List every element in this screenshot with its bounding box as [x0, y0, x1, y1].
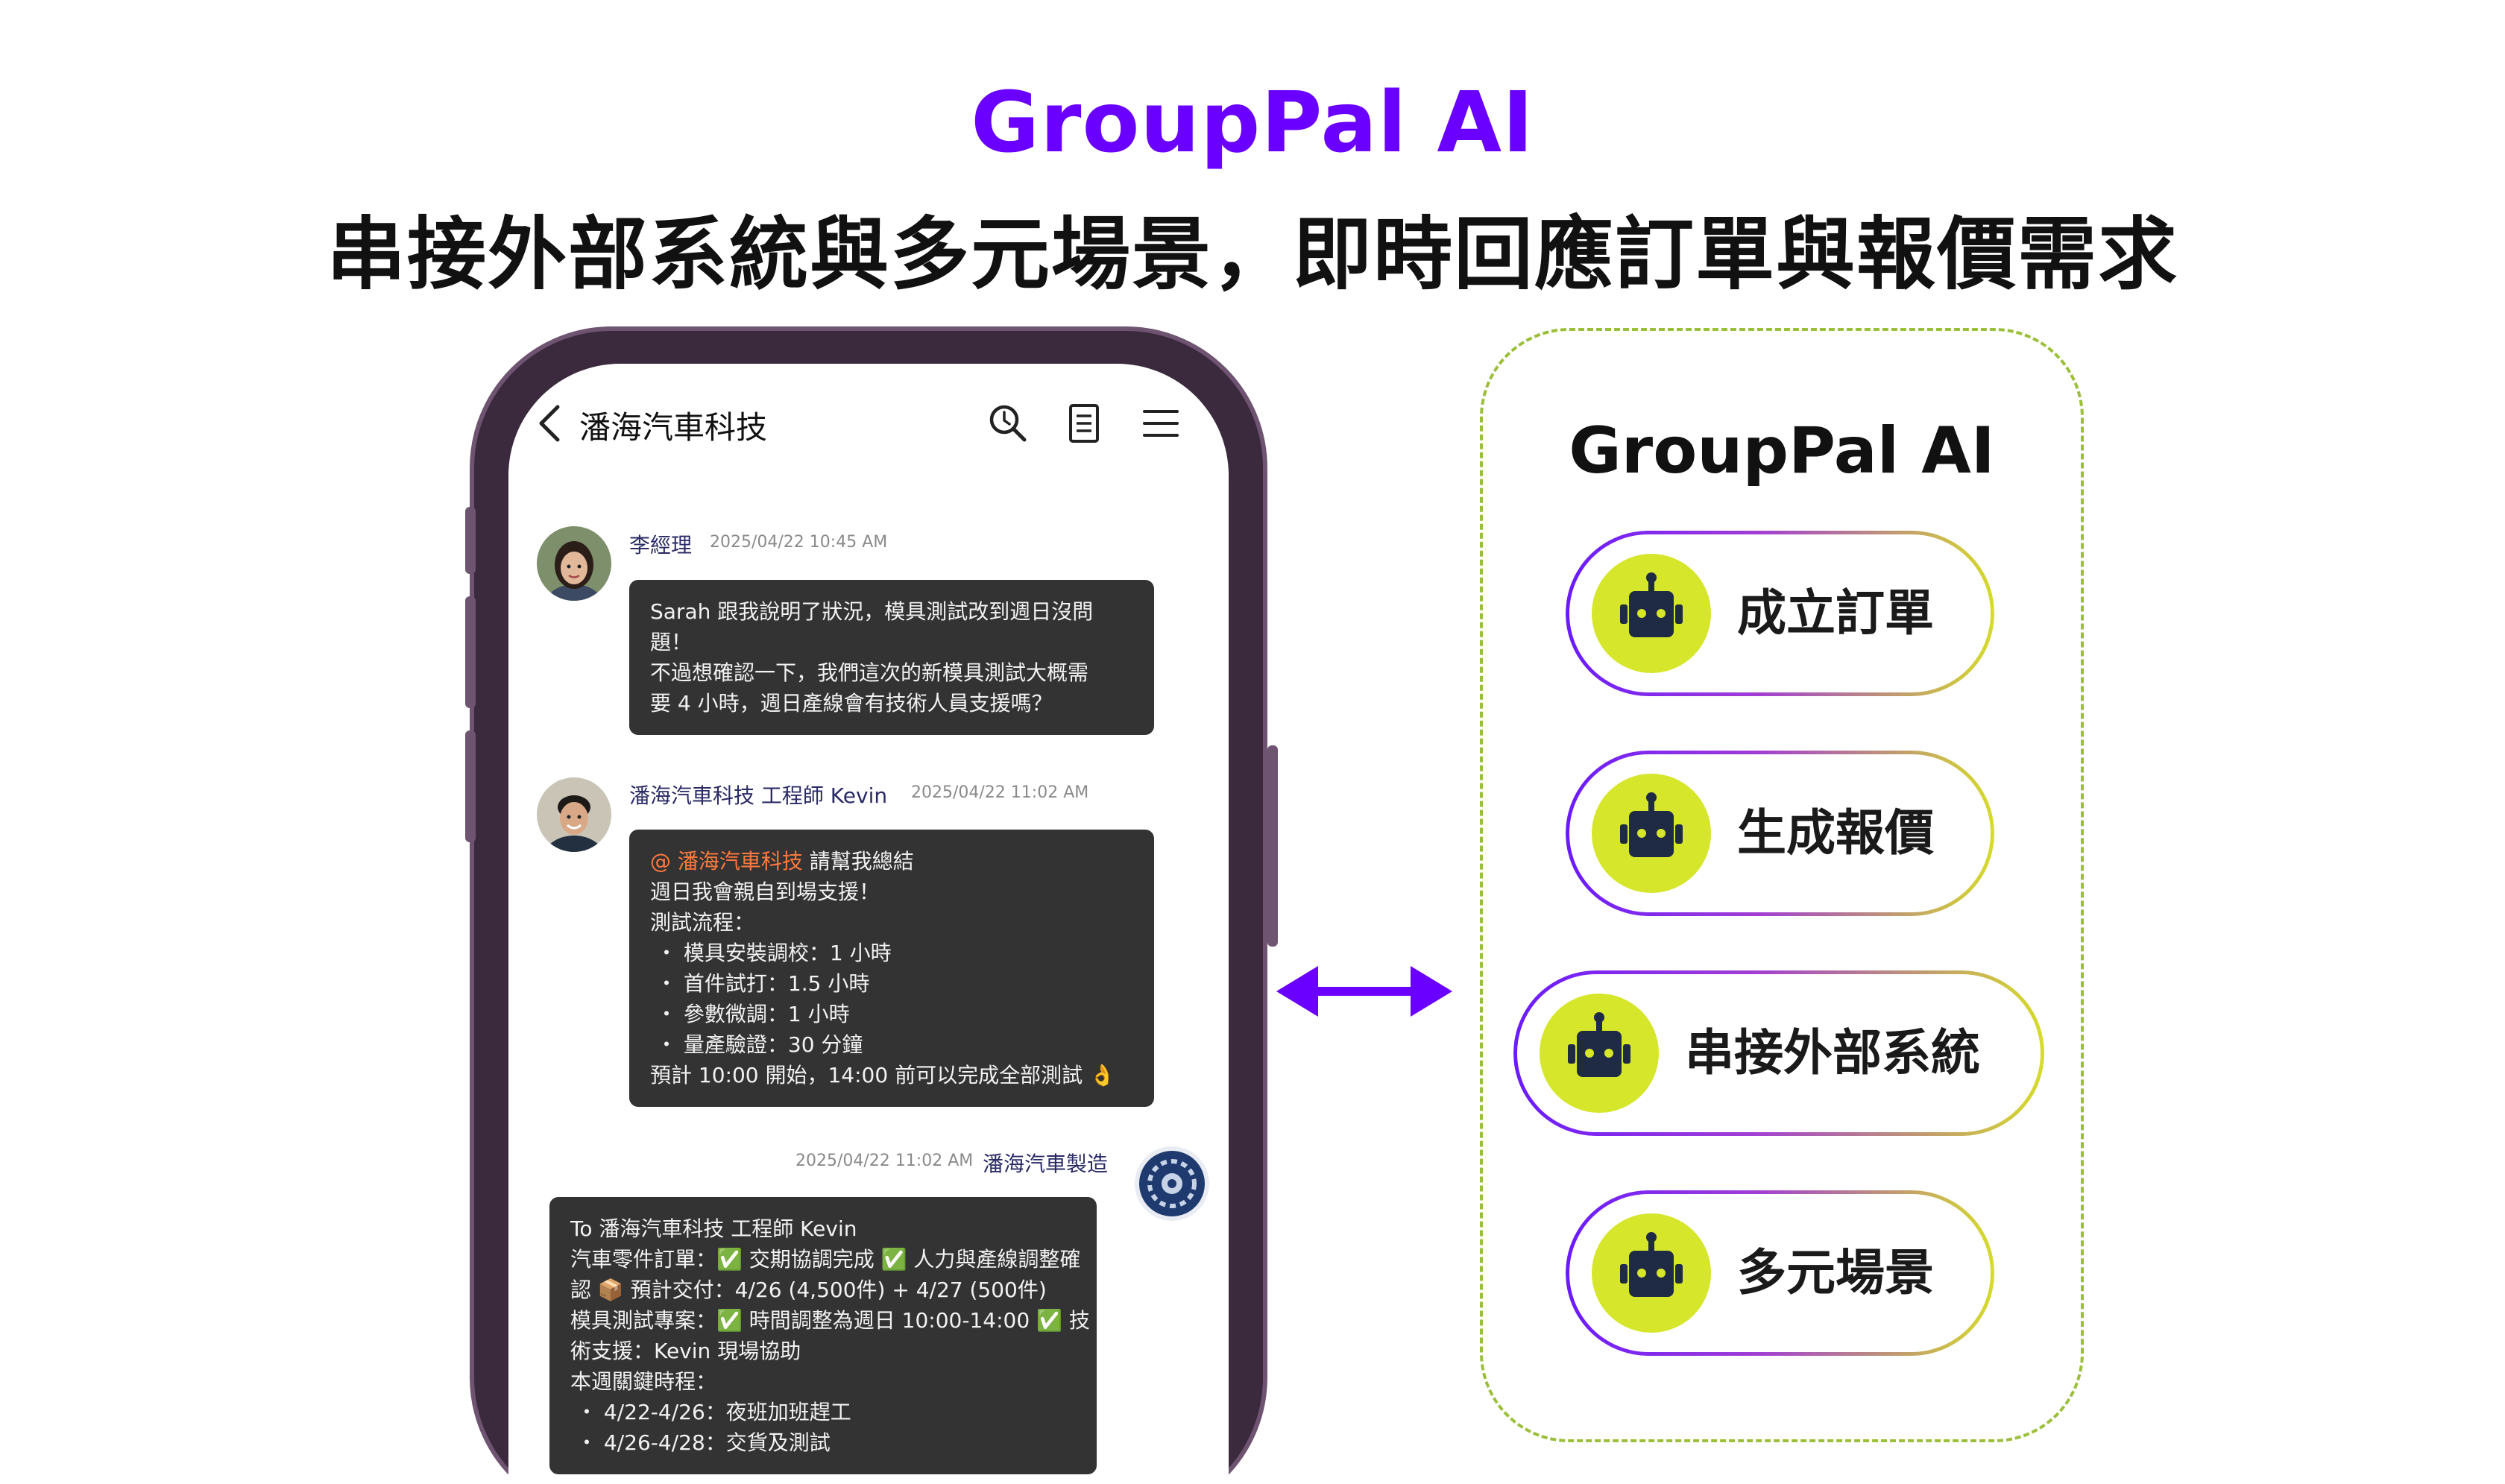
feature-label: 串接外部系統	[1685, 1024, 1980, 1082]
phone-screen: 潘海汽車科技 李經理 2025/04/22 10:45 AM	[508, 364, 1229, 1484]
feature-label: 多元場景	[1737, 1244, 1934, 1301]
message-line: 不過想確認一下，我們這次的新模具測試大概需	[650, 660, 1089, 685]
mention-tag[interactable]: @ 潘海汽車科技	[650, 849, 803, 874]
message-line: Sarah 跟我說明了狀況，模具測試改到週日沒問	[650, 599, 1094, 624]
back-arrow-icon[interactable]	[535, 402, 565, 444]
message-line: 模具測試專案：✅ 時間調整為週日 10:00-14:00 ✅ 技	[570, 1308, 1090, 1333]
chat-header: 潘海汽車科技	[508, 364, 1229, 476]
feature-label: 生成報價	[1737, 804, 1934, 862]
message-line: 預計 10:00 開始，14:00 前可以完成全部測試 👌	[650, 1063, 1115, 1087]
message-line: 題！	[650, 630, 693, 654]
avatar-li-manager[interactable]	[537, 526, 611, 601]
feature-panel	[1480, 328, 2084, 1442]
hero-title: GroupPal AI	[971, 75, 1534, 171]
message-sender: 李經理	[629, 533, 693, 558]
phone-power-button	[1267, 745, 1278, 947]
phone-side-button	[465, 507, 476, 574]
robot-icon	[1592, 774, 1711, 893]
panel-title: GroupPal AI	[1569, 414, 1995, 488]
message-line: 認 📦 預計交付：4/26 (4,500件) + 4/27 (500件)	[570, 1278, 1047, 1302]
two-way-arrow-icon	[1276, 966, 1452, 1017]
message-timestamp: 2025/04/22 11:02 AM	[911, 783, 1089, 802]
robot-icon	[1540, 994, 1659, 1113]
robot-icon	[1592, 1213, 1711, 1333]
message-line: 測試流程：	[650, 910, 755, 935]
message-line: 汽車零件訂單：✅ 交期協調完成 ✅ 人力與產線調整確	[570, 1247, 1081, 1272]
hero-subtitle: 串接外部系統與多元場景，即時回應訂單與報價需求	[327, 209, 2178, 300]
avatar-panhai-manufacturing[interactable]	[1135, 1146, 1209, 1221]
feature-multi-scenarios[interactable]: 多元場景	[1566, 1190, 1994, 1356]
message-line: To 潘海汽車科技 工程師 Kevin	[570, 1216, 857, 1241]
search-icon[interactable]	[986, 401, 1030, 446]
menu-icon[interactable]	[1138, 401, 1183, 446]
feature-label: 成立訂單	[1737, 584, 1934, 642]
avatar-kevin[interactable]	[537, 777, 611, 852]
message-line: 請幫我總結	[802, 849, 914, 874]
message-bubble[interactable]: @ 潘海汽車科技 請幫我總結 週日我會親自到場支援！ 測試流程： ・ 模具安裝調…	[629, 830, 1154, 1107]
message-bubble[interactable]: Sarah 跟我說明了狀況，模具測試改到週日沒問 題！ 不過想確認一下，我們這次…	[629, 580, 1154, 735]
robot-icon	[1592, 554, 1711, 673]
message-line: ・ 模具安裝調校：1 小時	[656, 941, 892, 965]
notes-icon[interactable]	[1062, 401, 1106, 446]
feature-generate-quote[interactable]: 生成報價	[1566, 751, 1994, 916]
message-sender: 潘海汽車製造	[983, 1152, 1109, 1176]
message-timestamp: 2025/04/22 11:02 AM	[795, 1152, 974, 1170]
message-line: ・ 4/22-4/26：夜班加班趕工	[576, 1400, 851, 1424]
feature-create-order[interactable]: 成立訂單	[1566, 531, 1994, 696]
message-bubble[interactable]: To 潘海汽車科技 工程師 Kevin 汽車零件訂單：✅ 交期協調完成 ✅ 人力…	[549, 1197, 1097, 1474]
message-line: ・ 參數微調：1 小時	[656, 1002, 850, 1026]
message-sender: 潘海汽車科技 工程師 Kevin	[629, 783, 888, 808]
message-timestamp: 2025/04/22 10:45 AM	[710, 533, 888, 552]
message-line: 要 4 小時，週日產線會有技術人員支援嗎？	[650, 691, 1053, 716]
message-line: ・ 首件試打：1.5 小時	[656, 971, 870, 996]
phone-volume-up-button	[465, 596, 476, 708]
phone-volume-down-button	[465, 730, 476, 842]
chat-title: 潘海汽車科技	[579, 409, 768, 446]
message-line: 術支援：Kevin 現場協助	[570, 1339, 801, 1363]
message-line: 週日我會親自到場支援！	[650, 880, 880, 904]
message-line: ・ 4/26-4/28：交貨及測試	[576, 1430, 831, 1455]
feature-integrate-systems[interactable]: 串接外部系統	[1513, 970, 2044, 1136]
message-line: ・ 量產驗證：30 分鐘	[656, 1032, 863, 1057]
message-line: 本週關鍵時程：	[570, 1369, 717, 1394]
